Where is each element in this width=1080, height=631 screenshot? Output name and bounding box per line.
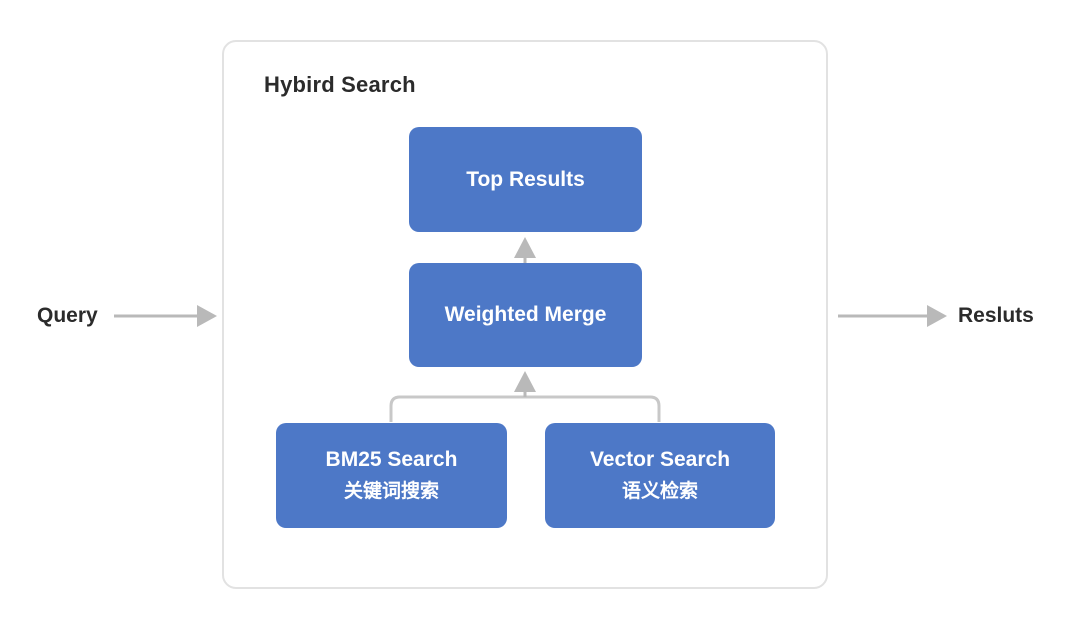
node-weighted-merge: Weighted Merge	[409, 263, 642, 367]
node-bm25-search-label: BM25 Search	[325, 448, 458, 471]
node-vector-search-sublabel: 语义检索	[621, 481, 698, 503]
node-bm25-search-sublabel: 关键词搜索	[343, 481, 439, 503]
node-vector-search-label: Vector Search	[589, 448, 731, 471]
node-bm25-search: BM25 Search 关键词搜索	[276, 423, 507, 528]
node-top-results-label: Top Results	[466, 167, 585, 191]
node-vector-search: Vector Search 语义检索	[545, 423, 775, 528]
query-right-arrow-icon	[114, 305, 217, 327]
node-weighted-merge-label: Weighted Merge	[444, 303, 607, 327]
bottom-nodes-bracket-connector	[389, 395, 661, 422]
results-right-arrow-icon	[838, 305, 947, 327]
node-top-results: Top Results	[409, 127, 642, 232]
query-label: Query	[37, 304, 98, 327]
bracket-to-merge-up-arrow-icon	[514, 371, 536, 397]
panel-title: Hybird Search	[264, 72, 416, 97]
results-label: Resluts	[958, 304, 1034, 327]
